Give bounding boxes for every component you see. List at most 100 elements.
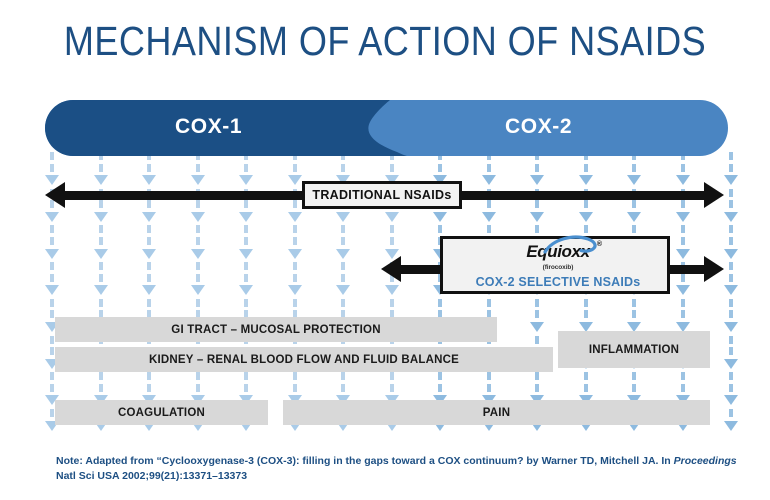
- inflammation-bar: INFLAMMATION: [558, 331, 710, 368]
- arrow-dash: [98, 383, 103, 392]
- arrow-head-down-icon: [675, 248, 690, 259]
- arrow-dash: [583, 310, 588, 319]
- arrow-head-down-icon: [190, 420, 205, 431]
- arrow-dash: [680, 225, 685, 234]
- arrow-head-down-icon: [45, 395, 59, 406]
- arrow-dash: [680, 152, 685, 160]
- arrow-dash: [729, 383, 733, 392]
- arrow-dash: [98, 298, 103, 307]
- arrow-head-right-icon-2: [704, 256, 724, 282]
- arrow-head-left-icon-2: [381, 256, 401, 282]
- arrow-head-down-icon: [287, 175, 302, 186]
- arrow-head-down-icon: [481, 420, 496, 431]
- registered-mark: ®: [596, 241, 602, 248]
- arrow-dash: [98, 372, 103, 381]
- arrow-head-down-icon: [724, 395, 738, 406]
- arrow-dash: [147, 383, 151, 392]
- arrow-head-down-icon: [190, 248, 205, 259]
- arrow-dash: [147, 298, 151, 307]
- arrow-head-down-icon: [627, 420, 641, 431]
- arrow-dash: [680, 372, 685, 381]
- arrow-dash: [341, 298, 345, 307]
- arrow-dash: [147, 237, 151, 245]
- equioxx-brand-text: Equioxx: [526, 242, 590, 261]
- arrow-head-down-icon: [190, 211, 205, 222]
- arrow-head-down-icon: [239, 248, 253, 259]
- arrow-shaft-right: [460, 191, 705, 200]
- arrow-head-down-icon: [675, 322, 690, 332]
- gi-tract-bar: GI TRACT – MUCOSAL PROTECTION: [55, 317, 497, 342]
- arrow-dash: [680, 310, 685, 319]
- arrow-dash: [341, 273, 345, 282]
- arrow-head-down-icon: [287, 420, 302, 431]
- arrow-dash: [583, 163, 588, 172]
- arrow-head-down-icon: [724, 175, 738, 186]
- arrow-dash: [50, 310, 54, 319]
- arrow-dash: [244, 225, 248, 234]
- arrow-dash: [195, 262, 200, 271]
- arrow-dash: [438, 163, 442, 172]
- arrow-dash: [729, 310, 733, 319]
- arrow-head-down-icon: [384, 211, 399, 222]
- arrow-dash: [341, 383, 345, 392]
- arrow-dash: [98, 237, 103, 245]
- equioxx-logo: Equioxx ®: [443, 235, 673, 270]
- arrow-dash: [147, 152, 151, 160]
- arrow-head-down-icon: [384, 285, 399, 296]
- arrow-head-down-icon: [724, 248, 738, 259]
- arrow-dash: [195, 163, 200, 172]
- arrow-dash: [583, 298, 588, 307]
- arrow-shaft-left: [64, 191, 304, 200]
- arrow-dash: [680, 163, 685, 172]
- arrow-head-down-icon: [45, 322, 59, 332]
- cox1-label: COX-1: [175, 115, 243, 138]
- arrow-dash: [98, 273, 103, 282]
- arrow-head-down-icon: [384, 175, 399, 186]
- arrow-dash: [195, 310, 200, 319]
- arrow-head-down-icon: [93, 211, 108, 222]
- arrow-head-down-icon: [287, 248, 302, 259]
- arrow-dash: [389, 163, 394, 172]
- kidney-label: KIDNEY – RENAL BLOOD FLOW AND FLUID BALA…: [149, 353, 459, 366]
- arrow-dash: [50, 152, 54, 160]
- arrow-dash: [680, 273, 685, 282]
- arrow-dash: [292, 273, 297, 282]
- arrow-dash: [292, 163, 297, 172]
- arrow-dash: [729, 152, 733, 160]
- arrow-dash: [244, 298, 248, 307]
- arrow-dash: [50, 383, 54, 392]
- arrow-head-down-icon: [384, 420, 399, 431]
- note-journal-name: Proceedings: [673, 455, 737, 467]
- pain-label: PAIN: [482, 406, 511, 419]
- arrow-dash: [438, 152, 442, 160]
- equioxx-generic-name: (firocoxib): [542, 264, 574, 271]
- arrow-dash: [583, 225, 588, 234]
- arrow-dash: [535, 372, 539, 381]
- equioxx-box[interactable]: Equioxx ® (firocoxib) COX-2 SELECTIVE NS…: [440, 235, 673, 294]
- arrow-dash: [50, 298, 54, 307]
- arrow-dash: [244, 383, 248, 392]
- arrow-dash: [438, 225, 442, 234]
- arrow-dash: [729, 200, 733, 209]
- arrow-head-down-icon: [336, 285, 350, 296]
- arrow-dash: [292, 310, 297, 319]
- gi-tract-label: GI TRACT – MUCOSAL PROTECTION: [171, 323, 381, 336]
- arrow-head-down-icon: [190, 285, 205, 296]
- arrow-head-down-icon: [481, 211, 496, 222]
- arrow-head-down-icon: [142, 285, 156, 296]
- arrow-dash: [729, 188, 733, 197]
- arrow-dash: [438, 310, 442, 319]
- arrow-dash: [147, 372, 151, 381]
- arrow-head-down-icon: [433, 420, 447, 431]
- arrow-head-right-icon: [704, 182, 724, 208]
- arrow-dash: [50, 372, 54, 381]
- arrow-dash: [292, 262, 297, 271]
- traditional-nsaids-box[interactable]: TRADITIONAL NSAIDs: [302, 181, 462, 209]
- arrow-dash: [486, 152, 491, 160]
- arrow-dash: [389, 237, 394, 245]
- arrow-dash: [98, 200, 103, 209]
- arrow-dash: [438, 383, 442, 392]
- arrow-shaft-right-2: [668, 265, 705, 274]
- arrow-dash: [729, 347, 733, 356]
- arrow-dash: [680, 298, 685, 307]
